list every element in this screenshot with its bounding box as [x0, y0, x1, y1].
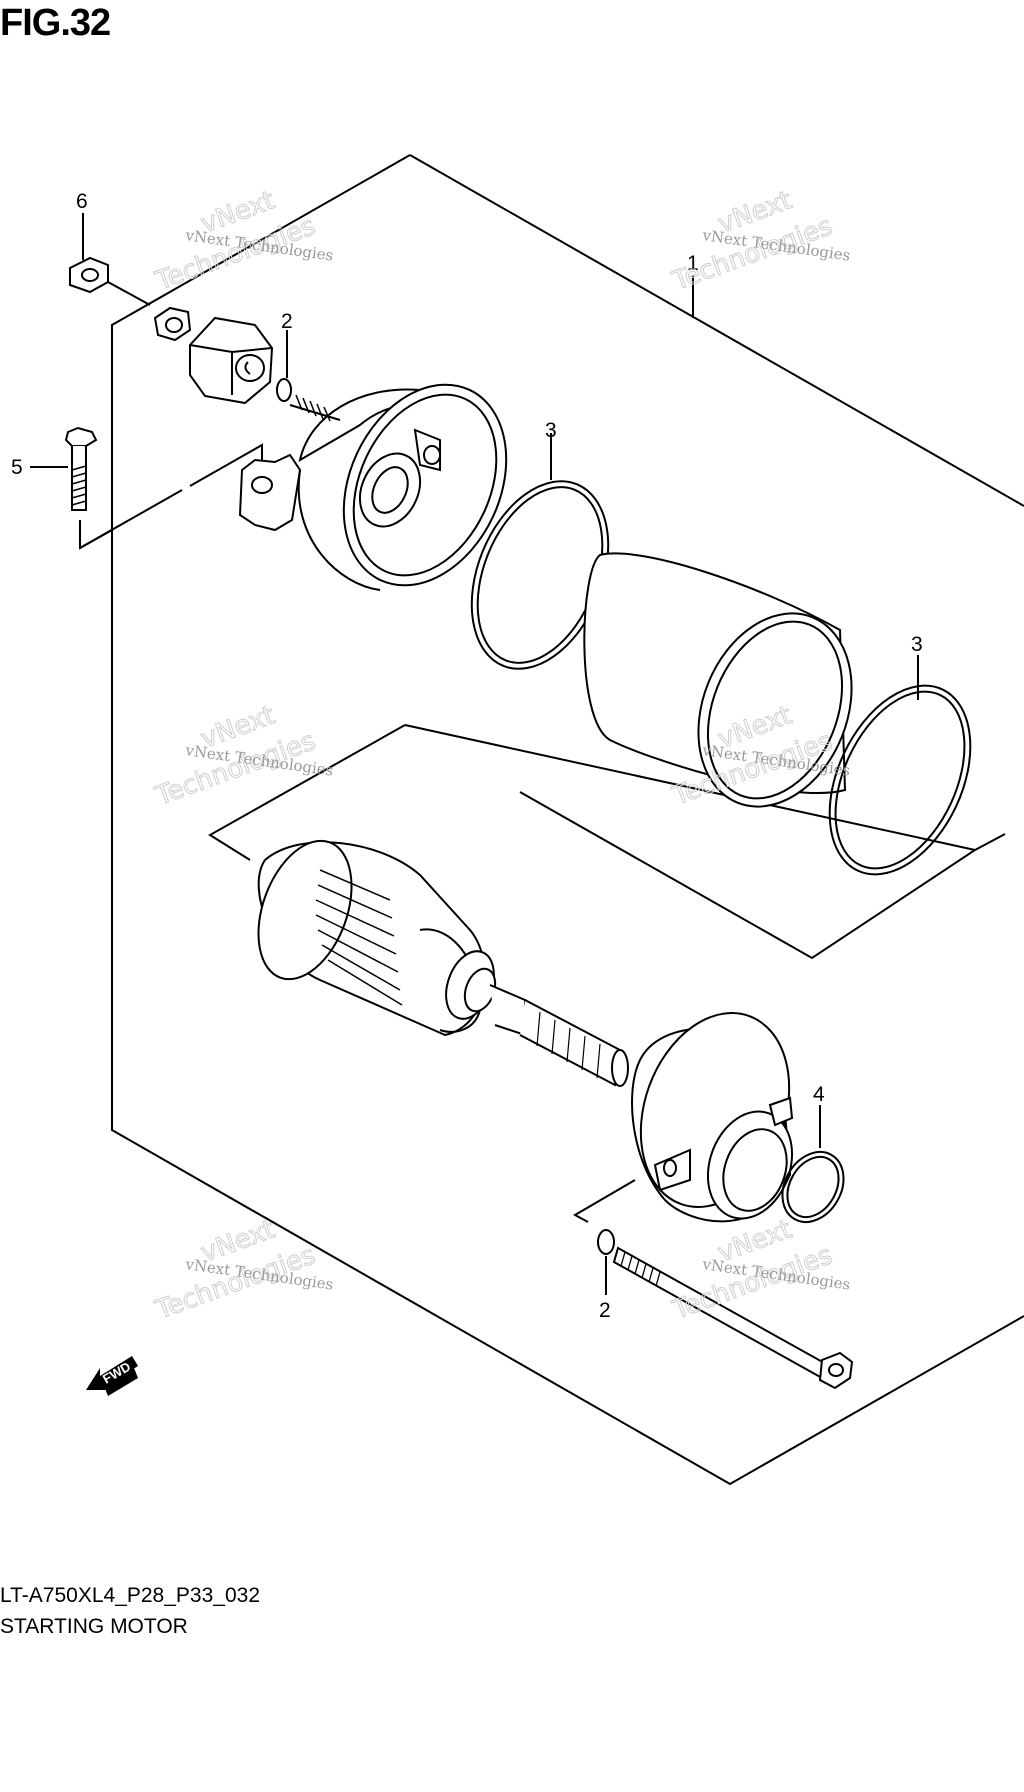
callout-part-2-bottom: 2 — [599, 1299, 611, 1322]
bolt-bracket-outline — [79, 443, 263, 550]
watermark-middle-left: vNext Technologies vNext Technologies — [151, 700, 335, 813]
callout-part-3-lower: 3 — [911, 633, 923, 656]
o-ring-part-4 — [781, 1105, 845, 1223]
rear-housing — [631, 1012, 794, 1223]
o-ring-part-3-lower — [828, 655, 972, 876]
terminal-washer — [153, 306, 192, 342]
figure-title: FIG.32 — [0, 2, 111, 44]
armature-group-outline — [208, 724, 1006, 960]
callout-part-6: 6 — [76, 190, 88, 213]
figure-caption: LT-A750XL4_P28_P33_032 STARTING MOTOR — [0, 1580, 260, 1642]
callout-part-4: 4 — [813, 1083, 825, 1106]
watermark-top-right: vNext Technologies vNext Technologies — [668, 185, 852, 298]
callout-part-2-top: 2 — [281, 310, 293, 333]
through-bolt — [612, 1246, 854, 1390]
watermark-top-left: vNext Technologies vNext Technologies — [151, 185, 335, 298]
model-code: LT-A750XL4_P28_P33_032 — [0, 1584, 260, 1607]
o-ring-part-2-bottom — [597, 1229, 615, 1295]
fwd-arrow-icon: FWD — [86, 1356, 138, 1396]
watermark-bottom-right: vNext Technologies vNext Technologies — [668, 1214, 852, 1327]
nut-part-6 — [69, 256, 151, 306]
assembly-name: STARTING MOTOR — [0, 1615, 188, 1638]
terminal-cap — [189, 316, 274, 405]
bolt-part-5 — [30, 426, 98, 511]
watermark-bottom-left: vNext Technologies vNext Technologies — [151, 1214, 335, 1327]
o-ring-part-2-top — [276, 330, 292, 402]
callout-part-3-upper: 3 — [545, 419, 557, 442]
yoke-motor-case — [583, 552, 853, 808]
rear-group-outline — [572, 1179, 636, 1223]
armature — [257, 839, 629, 1087]
front-housing — [238, 383, 508, 591]
callout-part-5: 5 — [11, 456, 23, 479]
callout-part-1: 1 — [687, 252, 699, 275]
